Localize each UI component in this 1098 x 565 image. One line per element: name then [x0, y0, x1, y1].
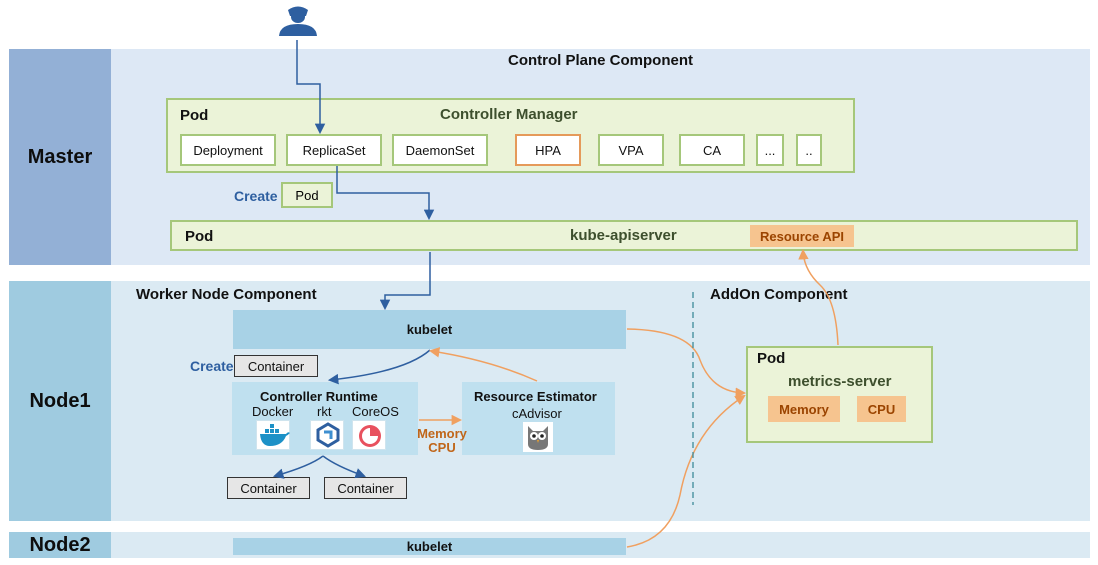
kube-apiserver-pod: [170, 220, 1078, 251]
worker-node-title: Worker Node Component: [136, 286, 317, 303]
container-1[interactable]: Container: [227, 477, 310, 499]
created-container[interactable]: Container: [234, 355, 318, 377]
controller-more-2[interactable]: ..: [796, 134, 822, 166]
metrics-memory-label: Memory: [417, 426, 467, 441]
node1-kubelet[interactable]: kubelet: [233, 310, 626, 349]
controller-manager-pod-tag: Pod: [180, 107, 209, 124]
owl-icon: [523, 422, 553, 452]
master-label: Master: [27, 145, 93, 168]
metrics-server-pod: [746, 346, 933, 443]
kube-apiserver-pod-tag: Pod: [185, 228, 214, 245]
node1-label: Node1: [29, 389, 91, 412]
controller-daemonset[interactable]: DaemonSet: [392, 134, 488, 166]
node2-kubelet[interactable]: kubelet: [233, 538, 626, 555]
user-icon: [279, 6, 317, 36]
cadvisor-label: cAdvisor: [512, 406, 562, 421]
control-plane-title: Control Plane Component: [508, 52, 693, 69]
metrics-server-memory[interactable]: Memory: [768, 396, 840, 422]
kube-apiserver-title: kube-apiserver: [570, 227, 677, 244]
metrics-server-title: metrics-server: [788, 373, 892, 390]
container-2[interactable]: Container: [324, 477, 407, 499]
docker-whale-icon: [256, 420, 290, 450]
controller-vpa[interactable]: VPA: [598, 134, 664, 166]
metrics-server-pod-tag: Pod: [757, 350, 786, 367]
rkt-icon: [310, 420, 344, 450]
controller-replicaset[interactable]: ReplicaSet: [286, 134, 382, 166]
node1-band-label: Node1: [9, 281, 111, 521]
metrics-cpu-label: CPU: [428, 440, 456, 455]
engine-rkt-label: rkt: [317, 404, 332, 419]
metrics-server-cpu[interactable]: CPU: [857, 396, 906, 422]
controller-more-1[interactable]: ...: [756, 134, 784, 166]
resource-estimator-title: Resource Estimator: [474, 389, 597, 404]
engine-docker-label: Docker: [252, 404, 294, 419]
addon-title: AddOn Component: [710, 286, 848, 303]
controller-ca[interactable]: CA: [679, 134, 745, 166]
create-pod-label: Create: [234, 188, 278, 204]
master-band-label: Master: [9, 49, 111, 265]
controller-runtime-title: Controller Runtime: [260, 389, 378, 404]
engine-coreos-label: CoreOS: [352, 404, 399, 419]
created-pod[interactable]: Pod: [281, 182, 333, 208]
controller-deployment[interactable]: Deployment: [180, 134, 276, 166]
node2-band-label: Node2: [9, 532, 111, 558]
resource-api-chip[interactable]: Resource API: [750, 225, 854, 247]
controller-manager-title: Controller Manager: [440, 106, 578, 123]
create-container-label: Create: [190, 358, 234, 374]
coreos-icon: [352, 420, 386, 450]
node2-label: Node2: [29, 533, 91, 556]
controller-hpa[interactable]: HPA: [515, 134, 581, 166]
